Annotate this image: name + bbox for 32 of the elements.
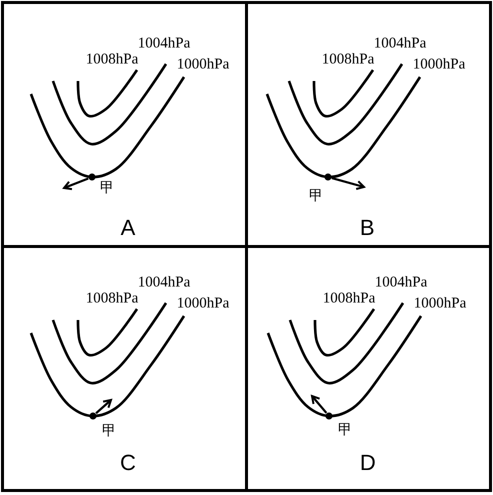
isobar-label: 1000hPa: [176, 56, 230, 74]
wind-direction-arrow: [311, 395, 328, 414]
wind-direction-arrow: [63, 177, 89, 190]
point-marker: [324, 174, 332, 180]
diagram-panel: [245, 245, 492, 492]
diagram-panel: [1, 245, 248, 492]
isobar-label: 1008hPa: [86, 52, 138, 68]
isobar-label: 1008hPa: [322, 290, 376, 308]
panel-letter: B: [360, 215, 375, 241]
diagram-panel: [1, 1, 248, 248]
isobar-label: 1004hPa: [138, 36, 190, 52]
point-label: 甲: [102, 422, 116, 440]
isobar-label: 1008hPa: [86, 290, 138, 308]
isobar-label: 1008hPa: [322, 52, 374, 68]
point-marker: [326, 412, 332, 420]
point-marker: [88, 174, 96, 180]
isobar-label: 1000hPa: [176, 296, 230, 312]
panel-letter: A: [120, 215, 136, 241]
point-label: 甲: [338, 421, 352, 439]
isobar-label: 1004hPa: [374, 274, 428, 292]
isobar-label: 1004hPa: [374, 36, 426, 52]
panel-letter: C: [120, 450, 136, 476]
wind-direction-arrow: [332, 177, 365, 190]
isobar-label: 1000hPa: [414, 296, 466, 312]
diagram-panel: [245, 1, 492, 248]
point-label: 甲: [100, 179, 114, 197]
point-label: 甲: [309, 187, 323, 205]
wind-direction-arrow: [95, 399, 112, 414]
isobar-label: 1000hPa: [412, 56, 466, 74]
panel-letter: D: [360, 450, 376, 476]
isobar-label: 1004hPa: [138, 274, 190, 292]
point-marker: [90, 412, 96, 420]
